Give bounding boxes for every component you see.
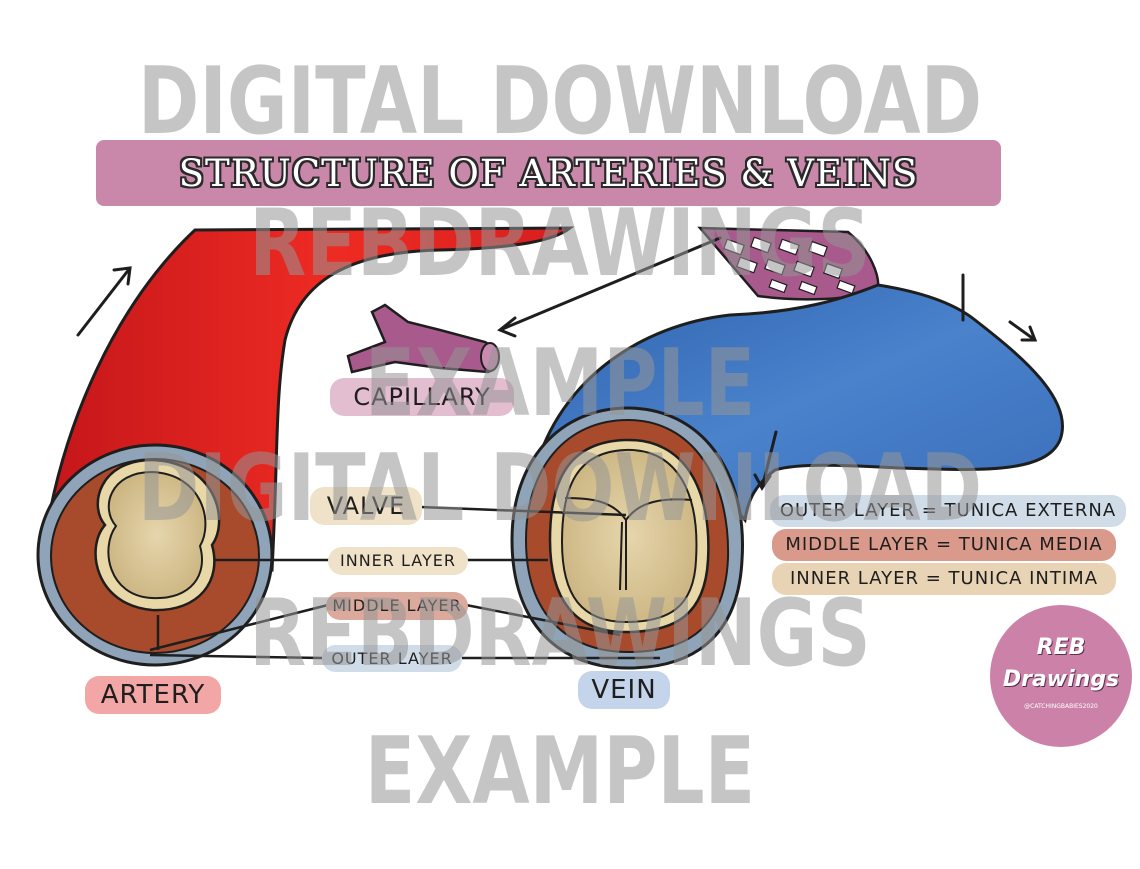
logo-handle: @CATCHINGBABIES2020: [1024, 703, 1098, 710]
flow-arrows: [76, 236, 1038, 491]
artery-cross-section: [36, 443, 274, 667]
reb-drawings-logo: REB Drawings @CATCHINGBABIES2020: [990, 605, 1132, 747]
capillary-label: CAPILLARY: [330, 378, 514, 416]
valve-flaps: [564, 497, 693, 591]
title-band: [96, 140, 1001, 206]
vein-label: VEIN: [578, 671, 670, 709]
leader-lines: [149, 505, 660, 660]
legend-outer-layer: OUTER LAYER = TUNICA EXTERNA: [770, 495, 1126, 527]
middle-layer-label: MIDDLE LAYER: [326, 592, 468, 620]
legend-middle-layer: MIDDLE LAYER = TUNICA MEDIA: [772, 529, 1116, 561]
capillary-shape: [346, 303, 499, 374]
logo-line1: REB: [1036, 635, 1086, 660]
legend-inner-layer: INNER LAYER = TUNICA INTIMA: [772, 563, 1116, 595]
capillary-network-holes: [723, 236, 856, 296]
vein-cross-section: [510, 406, 744, 670]
page-title: STRUCTURE OF ARTERIES & VEINS: [178, 152, 919, 195]
logo-line2: Drawings: [1002, 667, 1120, 692]
capillary-opening: [480, 342, 500, 372]
outer-layer-label: OUTER LAYER: [322, 645, 462, 672]
inner-layer-label: INNER LAYER: [328, 547, 468, 575]
artery-label: ARTERY: [85, 676, 221, 714]
valve-label: VALVE: [310, 487, 422, 525]
